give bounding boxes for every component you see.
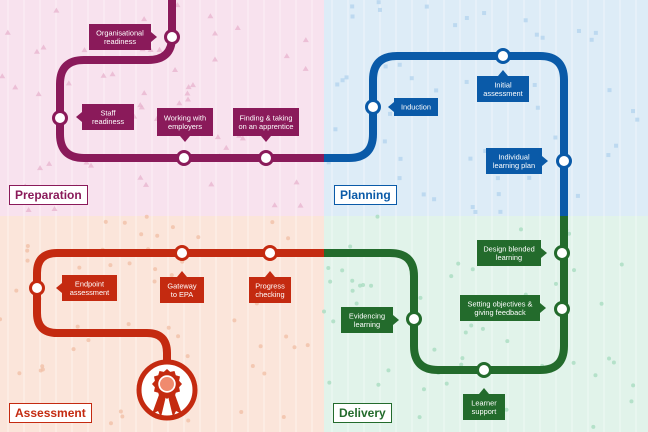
label-box xyxy=(460,295,540,321)
label-pointer xyxy=(265,271,275,277)
label-box xyxy=(341,307,393,333)
label-text: Design blended xyxy=(483,244,534,253)
label-text: assessment xyxy=(483,89,522,98)
station-marker xyxy=(52,110,68,126)
label-pointer xyxy=(498,70,508,76)
station-marker xyxy=(554,245,570,261)
label-pointer xyxy=(180,136,190,142)
label-text: Organisational xyxy=(96,28,144,37)
label-text: checking xyxy=(255,290,284,299)
planning-route xyxy=(324,52,568,216)
label-box xyxy=(394,98,438,116)
station-marker xyxy=(258,150,274,166)
label-pointer xyxy=(261,136,271,142)
station-marker xyxy=(495,48,511,64)
station-marker xyxy=(262,245,278,261)
label-box xyxy=(249,277,291,303)
label-box xyxy=(477,240,541,266)
label-text: Individual xyxy=(498,152,530,161)
delivery-route xyxy=(324,216,568,374)
label-pointer xyxy=(177,271,187,277)
delivery-label: Delivery xyxy=(333,403,392,423)
station-marker xyxy=(556,153,572,169)
label-text: Gateway xyxy=(167,281,196,290)
label-box xyxy=(477,76,529,102)
station-marker xyxy=(176,150,192,166)
station-marker xyxy=(174,245,190,261)
label-text: Evidencing xyxy=(349,311,385,320)
label-text: Finding & taking xyxy=(240,113,293,122)
label-text: learning xyxy=(354,320,380,329)
label-pointer xyxy=(151,32,157,42)
label-text: learning plan xyxy=(493,161,535,170)
label-text: Learner xyxy=(471,398,497,407)
label-text: employers xyxy=(168,122,202,131)
label-text: assessment xyxy=(70,288,109,297)
label-box xyxy=(463,394,505,420)
label-text: Induction xyxy=(401,103,431,112)
label-box xyxy=(89,24,151,50)
label-text: readiness xyxy=(104,37,136,46)
label-text: Progress xyxy=(255,281,285,290)
label-text: giving feedback xyxy=(474,308,526,317)
label-text: learning xyxy=(496,253,522,262)
label-text: readiness xyxy=(92,117,124,126)
label-pointer xyxy=(541,248,547,258)
label-box xyxy=(62,275,117,301)
ribbon-left xyxy=(152,392,166,417)
station-marker xyxy=(554,301,570,317)
label-text: Staff xyxy=(100,108,116,117)
label-box xyxy=(82,104,134,130)
label-pointer xyxy=(56,283,62,293)
label-pointer xyxy=(542,156,548,166)
label-pointer xyxy=(479,388,489,394)
ribbon-right xyxy=(168,392,182,417)
stop-setting-objectives: Setting objectives &giving feedback xyxy=(460,295,570,321)
label-box xyxy=(157,108,213,136)
station-marker xyxy=(29,280,45,296)
label-text: Working with xyxy=(164,113,206,122)
stop-induction: Induction xyxy=(365,98,438,116)
rosette-inner xyxy=(160,377,174,391)
label-box xyxy=(486,148,542,174)
station-marker xyxy=(406,311,422,327)
label-text: Initial xyxy=(494,80,512,89)
station-marker xyxy=(476,362,492,378)
label-pointer xyxy=(393,315,399,325)
label-box xyxy=(233,108,299,136)
label-text: support xyxy=(472,407,497,416)
label-text: to EPA xyxy=(171,290,194,299)
station-marker xyxy=(164,29,180,45)
preparation-route xyxy=(56,0,324,162)
label-pointer xyxy=(76,112,82,122)
station-marker xyxy=(365,99,381,115)
assessment-route xyxy=(33,249,324,380)
label-text: Endpoint xyxy=(75,279,104,288)
label-text: on an apprentice xyxy=(238,122,293,131)
label-text: Setting objectives & xyxy=(468,299,533,308)
rosette-award-icon xyxy=(136,359,198,421)
label-pointer xyxy=(388,102,394,112)
assessment-label: Assessment xyxy=(9,403,92,423)
label-pointer xyxy=(540,303,546,313)
preparation-label: Preparation xyxy=(9,185,88,205)
label-box xyxy=(160,277,204,303)
planning-label: Planning xyxy=(334,185,397,205)
